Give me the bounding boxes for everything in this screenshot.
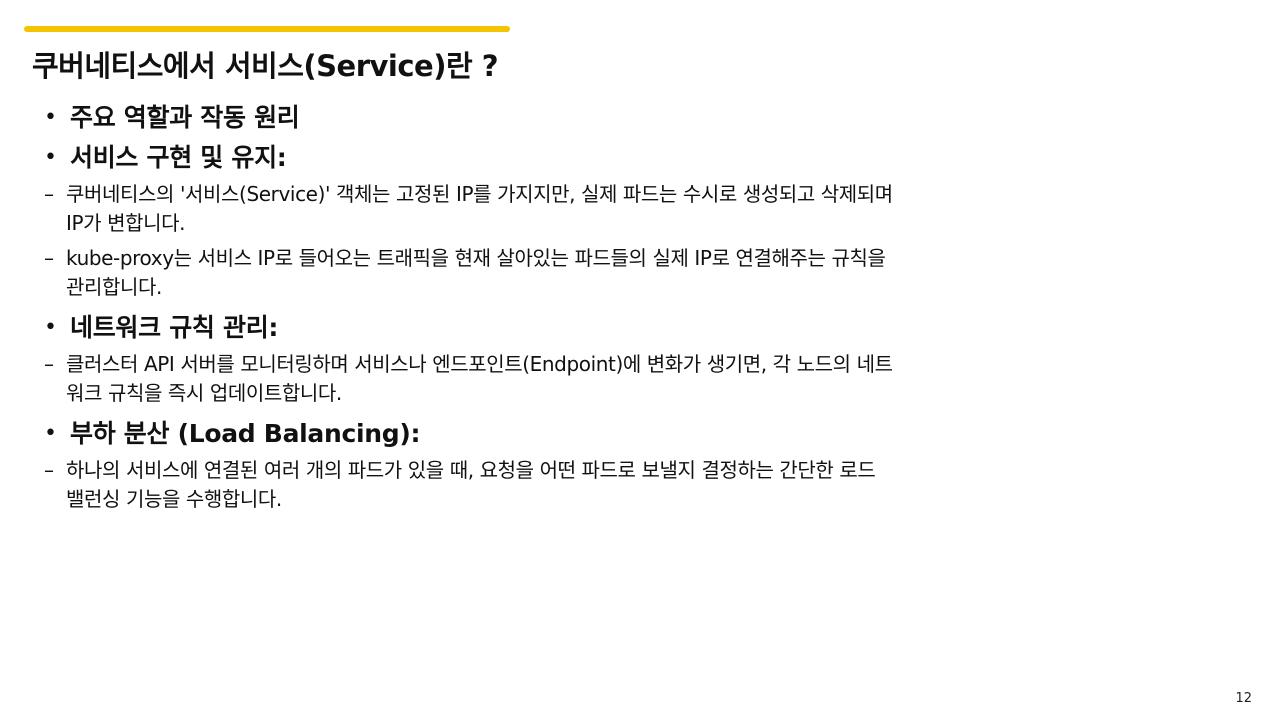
- sub-bullet-line: kube-proxy는 서비스 IP로 들어오는 트래픽을 현재 살아있는 파드…: [66, 246, 886, 270]
- bullet-heading: 네트워크 규칙 관리:: [70, 313, 279, 342]
- page-number: 12: [1235, 691, 1252, 706]
- sub-bullet-line: 밸런싱 기능을 수행합니다.: [66, 487, 282, 511]
- bullet-dot-icon: •: [44, 105, 57, 130]
- bullet-item: • 서비스 구현 및 유지: – 쿠버네티스의 '서비스(Service)' 객…: [38, 138, 1228, 302]
- bullet-dot-icon: •: [44, 315, 57, 340]
- sub-bullet-line: 워크 규칙을 즉시 업데이트합니다.: [66, 381, 342, 405]
- bullet-list: • 주요 역할과 작동 원리 • 서비스 구현 및 유지: – 쿠버네티스의 '…: [38, 98, 1228, 520]
- dash-icon: –: [44, 458, 54, 482]
- sub-bullet-line: 쿠버네티스의 '서비스(Service)' 객체는 고정된 IP를 가지지만, …: [66, 182, 893, 206]
- sub-bullet-line: 하나의 서비스에 연결된 여러 개의 파드가 있을 때, 요청을 어떤 파드로 …: [66, 458, 876, 482]
- dash-icon: –: [44, 246, 54, 270]
- sub-bullet-item: – kube-proxy는 서비스 IP로 들어오는 트래픽을 현재 살아있는 …: [40, 244, 1228, 302]
- sub-bullet-list: – 하나의 서비스에 연결된 여러 개의 파드가 있을 때, 요청을 어떤 파드…: [44, 456, 1228, 514]
- bullet-heading: 주요 역할과 작동 원리: [70, 103, 300, 132]
- sub-bullet-list: – 쿠버네티스의 '서비스(Service)' 객체는 고정된 IP를 가지지만…: [44, 180, 1228, 302]
- slide-title: 쿠버네티스에서 서비스(Service)란 ?: [32, 49, 499, 83]
- bullet-item: • 부하 분산 (Load Balancing): – 하나의 서비스에 연결된…: [38, 414, 1228, 514]
- sub-bullet-line: 클러스터 API 서버를 모니터링하며 서비스나 엔드포인트(Endpoint)…: [66, 352, 893, 376]
- title-accent-bar: [24, 26, 510, 32]
- bullet-dot-icon: •: [44, 145, 57, 170]
- bullet-item: • 네트워크 규칙 관리: – 클러스터 API 서버를 모니터링하며 서비스나…: [38, 308, 1228, 408]
- sub-bullet-list: – 클러스터 API 서버를 모니터링하며 서비스나 엔드포인트(Endpoin…: [44, 350, 1228, 408]
- sub-bullet-item: – 쿠버네티스의 '서비스(Service)' 객체는 고정된 IP를 가지지만…: [40, 180, 1228, 238]
- dash-icon: –: [44, 182, 54, 206]
- bullet-heading: 서비스 구현 및 유지:: [70, 143, 287, 172]
- sub-bullet-line: 관리합니다.: [66, 275, 162, 299]
- bullet-dot-icon: •: [44, 421, 57, 446]
- bullet-item: • 주요 역할과 작동 원리: [38, 98, 1228, 138]
- sub-bullet-item: – 클러스터 API 서버를 모니터링하며 서비스나 엔드포인트(Endpoin…: [40, 350, 1228, 408]
- dash-icon: –: [44, 352, 54, 376]
- sub-bullet-line: IP가 변합니다.: [66, 211, 186, 235]
- bullet-heading: 부하 분산 (Load Balancing):: [70, 419, 421, 448]
- sub-bullet-item: – 하나의 서비스에 연결된 여러 개의 파드가 있을 때, 요청을 어떤 파드…: [40, 456, 1228, 514]
